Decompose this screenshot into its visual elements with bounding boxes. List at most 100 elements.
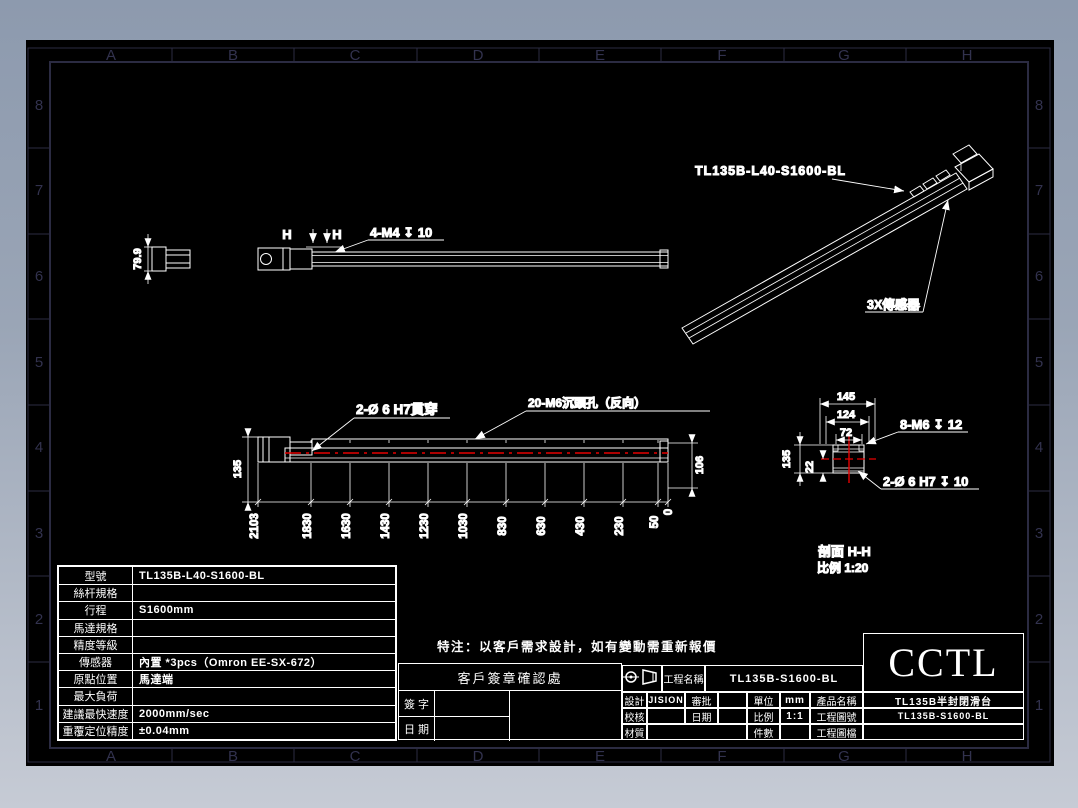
scale-value: 1:1 xyxy=(780,708,810,724)
zone-row-label: 5 xyxy=(1035,354,1043,371)
zone-row-label: 4 xyxy=(1035,439,1043,456)
file-value xyxy=(863,724,1024,740)
material-label: 材質 xyxy=(622,724,647,740)
dim-72: 72 xyxy=(840,427,852,439)
station-dim: 50 xyxy=(649,516,661,529)
sign-row-label: 日 期 xyxy=(403,723,430,736)
sheet-frame xyxy=(27,47,1051,763)
projection-symbol-cell xyxy=(622,665,662,692)
zone-col-label: B xyxy=(228,47,238,64)
station-dim: 1830 xyxy=(302,513,314,539)
station-dim: 230 xyxy=(614,516,626,535)
file-label: 工程圖檔 xyxy=(810,724,863,740)
sign-row-label: 簽 字 xyxy=(403,698,430,711)
zone-col-label: A xyxy=(106,748,116,765)
custom-design-note: 特注：以客戶需求設計，如有變動需重新報價 xyxy=(437,640,718,654)
zone-row-label: 3 xyxy=(35,525,43,542)
divider xyxy=(509,691,510,741)
spec-label: 重覆定位精度 xyxy=(59,722,133,739)
side-view: 79.9 xyxy=(132,234,191,284)
table-row: 型號 TL135B-L40-S1600-BL xyxy=(59,567,395,585)
zone-row-label: 7 xyxy=(35,182,43,199)
spec-label: 最大負荷 xyxy=(59,688,133,705)
station-dim: 1630 xyxy=(341,513,353,539)
hole-ticks xyxy=(310,440,659,443)
table-row: 馬達規格 xyxy=(59,618,395,636)
section-scale: 比例 1:20 xyxy=(817,560,869,575)
zone-col-label: G xyxy=(838,47,850,64)
iso-model-label: TL135B-L40-S1600-BL xyxy=(695,164,846,178)
counterbore-note: 20-M6沉頭孔（反向） xyxy=(528,395,646,410)
product-name-value: TL135B半封閉滑台 xyxy=(863,692,1024,708)
dim-135-section: 135 xyxy=(781,450,793,468)
project-name-label: 工程名稱 xyxy=(662,665,705,692)
zone-col-label: H xyxy=(962,47,973,64)
section-mark-h-left: H xyxy=(282,227,291,242)
spec-label: 型號 xyxy=(59,567,133,585)
iso-view: TL135B-L40-S1600-BL 3X傳感器 xyxy=(681,144,994,345)
scale-label: 比例 xyxy=(747,708,780,724)
station-dim: 630 xyxy=(536,516,548,535)
zone-col-label: F xyxy=(717,47,726,64)
zone-row-label: 8 xyxy=(35,97,43,114)
spec-label: 精度等級 xyxy=(59,636,133,653)
station-dim: 1430 xyxy=(380,513,392,539)
spec-value xyxy=(133,637,395,653)
third-angle-projection-icon xyxy=(623,669,657,685)
section-height-dims xyxy=(794,432,833,486)
zone-row-label: 6 xyxy=(35,268,43,285)
spec-value: S1600mm xyxy=(139,604,194,617)
through-hole-note: 2-Ø 6 H7貫穿 xyxy=(356,401,438,417)
table-row: 重覆定位精度 ±0.04mm xyxy=(59,721,395,739)
qty-value xyxy=(780,724,810,740)
zone-col-label: G xyxy=(838,748,850,765)
divider xyxy=(399,716,509,717)
zone-row-label: 3 xyxy=(1035,525,1043,542)
station-extensions xyxy=(254,463,672,507)
spec-label: 行程 xyxy=(59,602,133,619)
spec-value: ±0.04mm xyxy=(139,724,190,737)
table-row: 絲杆規格 xyxy=(59,584,395,602)
dim-124: 124 xyxy=(837,409,856,421)
drawing-canvas[interactable]: A B C D E F G H A B C D E F G H 8 7 6 5 … xyxy=(26,40,1054,766)
spec-value: TL135B-L40-S1600-BL xyxy=(139,569,265,582)
design-value: JISION xyxy=(647,692,685,708)
zone-col-label: H xyxy=(962,748,973,765)
station-dim: 1030 xyxy=(458,513,470,539)
spec-label: 建議最快速度 xyxy=(59,705,133,722)
zone-row-label: 2 xyxy=(1035,611,1043,628)
unit-label: 單位 xyxy=(747,692,780,708)
approve-value xyxy=(718,692,747,708)
zone-row-label: 7 xyxy=(1035,182,1043,199)
zone-col-label: C xyxy=(350,47,361,64)
section-width-dims xyxy=(819,398,876,444)
spec-label: 馬達規格 xyxy=(59,619,133,636)
check-label: 校核 xyxy=(622,708,647,724)
zone-row-label: 6 xyxy=(1035,268,1043,285)
top-view: H H 4-M4 ↧ 10 xyxy=(257,225,669,271)
dim-79-9: 79.9 xyxy=(132,248,144,269)
table-row: 傳感器內置 *3pcs（Omron EE-SX-672） xyxy=(59,653,395,671)
design-label: 設計 xyxy=(622,692,647,708)
zone-row-label: 1 xyxy=(1035,697,1043,714)
dim-145: 145 xyxy=(837,391,855,403)
zone-col-label: E xyxy=(595,47,605,64)
dim-22: 22 xyxy=(804,461,816,473)
table-row: 最大負荷 xyxy=(59,687,395,705)
customer-sign-box: 客戶簽章確認處 簽 字 日 期 xyxy=(398,663,622,741)
section-mark-h-right: H xyxy=(332,227,341,242)
spec-value xyxy=(133,688,395,704)
spec-table: 型號 TL135B-L40-S1600-BL 絲杆規格 行程 S1600mm 馬達規… xyxy=(57,565,397,741)
title-block: CCTL 工程名稱 TL135B-S1600-BL 設計 JISION 審批 單… xyxy=(622,632,1024,740)
table-row: 精度等級 xyxy=(59,635,395,653)
drawing-sheet: A B C D E F G H A B C D E F G H 8 7 6 5 … xyxy=(27,47,1051,765)
zone-row-label: 2 xyxy=(35,611,43,628)
material-value xyxy=(647,724,747,740)
station-dim: 830 xyxy=(497,516,509,535)
date-value xyxy=(718,708,747,724)
section-view: 145 124 72 135 22 8-M6 ↧ 12 2-Ø 6 H7 ↧ 1… xyxy=(781,391,979,576)
zone-col-label: E xyxy=(595,748,605,765)
company-logo: CCTL xyxy=(863,633,1024,692)
